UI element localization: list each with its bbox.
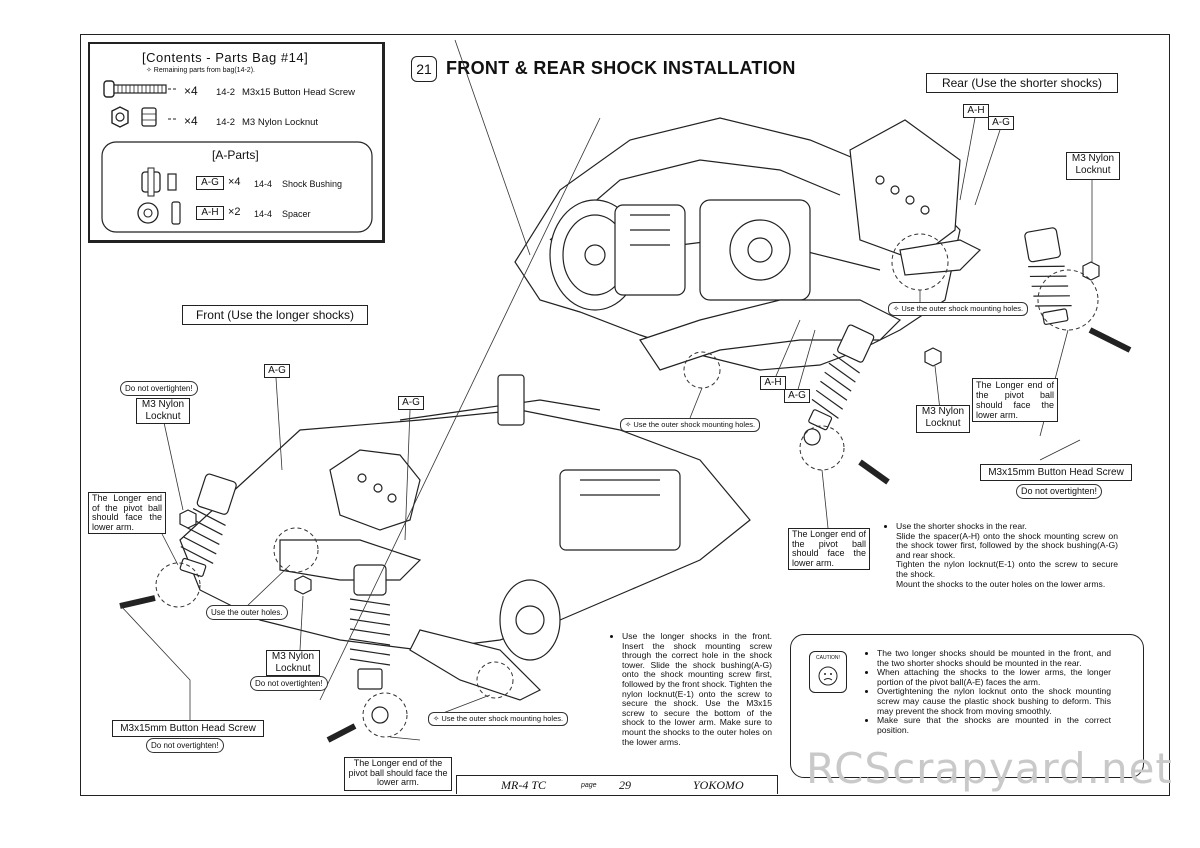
spacer-icon <box>137 201 181 225</box>
front-instructions: Use the longer shocks in the front. Inse… <box>612 631 772 747</box>
front-pivot-note-bottom-text: The Longer end of the pivot ball should … <box>348 758 448 787</box>
rear-header: Rear (Use the shorter shocks) <box>926 73 1118 93</box>
rear-nylon-locknut: M3 Nylon Locknut <box>1066 152 1120 180</box>
footer-page-label: page <box>581 782 597 789</box>
step-title: FRONT & REAR SHOCK INSTALLATION <box>446 58 796 78</box>
front-pivot-note-left: The Longer end of the pivot ball should … <box>88 492 166 534</box>
front-pivot-note-left-text: The Longer end of the pivot ball should … <box>92 493 162 532</box>
bushing-ref: 14-4 <box>254 179 273 189</box>
rear-do-not-overtighten: Do not overtighten! <box>1016 484 1103 499</box>
front-header-text: Front (Use the longer shocks) <box>195 308 355 322</box>
front-do-not-overtighten-1: Do not overtighten! <box>120 381 198 396</box>
locknut-ref: 14-2 <box>216 117 236 128</box>
screw-ref: 14-2 <box>216 87 236 98</box>
caution-item-2: When attaching the shocks to the lower a… <box>877 667 1111 687</box>
bushing-name: Shock Bushing <box>282 179 343 189</box>
caution-notes: The two longer shocks should be mounted … <box>867 648 1111 735</box>
caution-face-icon <box>818 666 838 686</box>
front-header: Front (Use the longer shocks) <box>182 305 368 325</box>
front-outer-holes: Use the outer holes. <box>206 605 288 620</box>
rear-code-ag-2: A-G <box>784 389 810 403</box>
caution-icon: CAUTION! <box>809 651 847 693</box>
code-ag: A-G <box>196 176 224 190</box>
front-outer-holes-note: ✧ Use the outer shock mounting holes. <box>428 712 569 726</box>
locknut-qty: ×4 <box>184 114 198 128</box>
rear-screw-label-text: M3x15mm Button Head Screw <box>988 467 1124 478</box>
screw-icon <box>103 80 167 98</box>
front-nylon-locknut-1: M3 Nylon Locknut <box>136 398 190 424</box>
rear-pivot-note-text: The Longer end of the pivot ball should … <box>976 380 1054 420</box>
footer-page: 29 <box>619 778 631 792</box>
contents-icons <box>101 80 373 233</box>
caution-item-1: The two longer shocks should be mounted … <box>877 648 1111 668</box>
front-do-not-overtighten-3: Do not overtighten! <box>146 738 224 753</box>
rear-outer-holes-note: ✧ Use the outer shock mounting holes. <box>888 302 1029 316</box>
front-screw-label: M3x15mm Button Head Screw <box>112 720 264 737</box>
rear-code-ag: A-G <box>988 116 1014 130</box>
front-screw-label-text: M3x15mm Button Head Screw <box>120 723 256 734</box>
contents-box: [Contents - Parts Bag #14] ✧ Remaining p… <box>88 42 385 243</box>
rear-header-text: Rear (Use the shorter shocks) <box>941 76 1103 90</box>
code-ah: A-H <box>196 206 224 220</box>
front-nylon-locknut-2: M3 Nylon Locknut <box>266 650 320 676</box>
rear-instructions: Use the shorter shocks in the rear. Slid… <box>886 521 1118 589</box>
front-code-ag-1: A-G <box>264 364 290 378</box>
step-number: 21 <box>416 61 432 77</box>
spacer-ref: 14-4 <box>254 209 273 219</box>
locknut-name: M3 Nylon Locknut <box>242 117 319 128</box>
caution-item-3: Overtightening the nylon locknut onto th… <box>877 687 1111 716</box>
aparts-title: [A-Parts] <box>212 148 259 162</box>
rear-code-ah-2: A-H <box>760 376 786 390</box>
spacer-name: Spacer <box>282 209 311 219</box>
front-nylon-locknut-1-text: M3 Nylon Locknut <box>141 399 185 422</box>
bushing-qty: ×4 <box>228 176 241 188</box>
watermark: RCScrapyard.net <box>806 744 1173 793</box>
rear-nylon-locknut-2-text: M3 Nylon Locknut <box>921 406 965 429</box>
contents-subtitle: ✧ Remaining parts from bag(14-2). <box>146 67 255 74</box>
rear-screw-label: M3x15mm Button Head Screw <box>980 464 1132 481</box>
rear-pivot-note-bottom-text: The Longer end of the pivot ball should … <box>792 529 866 568</box>
front-pivot-note-bottom: The Longer end of the pivot ball should … <box>344 757 452 791</box>
locknut-icon <box>111 106 157 128</box>
footer-bar: MR-4 TC page 29 YOKOMO <box>456 775 778 794</box>
contents-title: [Contents - Parts Bag #14] <box>142 50 309 65</box>
step-number-badge: 21 <box>411 56 437 82</box>
front-code-ag-2: A-G <box>398 396 424 410</box>
page-frame <box>80 34 1170 796</box>
caution-badge: CAUTION! <box>816 655 840 661</box>
spacer-qty: ×2 <box>228 206 241 218</box>
front-do-not-overtighten-2: Do not overtighten! <box>250 676 328 691</box>
caution-box: CAUTION! The two longer shocks should be… <box>790 634 1144 778</box>
rear-outer-holes-note-left: ✧ Use the outer shock mounting holes. <box>620 418 761 432</box>
rear-instruction-1: Use the shorter shocks in the rear. <box>896 521 1118 532</box>
screw-qty: ×4 <box>184 84 198 98</box>
front-instructions-text: Use the longer shocks in the front. Inse… <box>622 631 772 747</box>
footer-model: MR-4 TC <box>501 778 546 792</box>
front-nylon-locknut-2-text: M3 Nylon Locknut <box>271 651 315 674</box>
rear-code-ah: A-H <box>963 104 989 118</box>
rear-instruction-2: Slide the spacer(A-H) onto the shock mou… <box>896 530 1118 560</box>
screw-name: M3x15 Button Head Screw <box>242 87 356 98</box>
rear-pivot-note-bottom: The Longer end of the pivot ball should … <box>788 528 870 570</box>
rear-instruction-4: Mount the shocks to the outer holes on t… <box>896 578 1106 589</box>
rear-pivot-note: The Longer end of the pivot ball should … <box>972 378 1058 422</box>
rear-instruction-3: Tighten the nylon locknut(E-1) onto the … <box>896 559 1118 579</box>
bushing-icon <box>141 167 177 197</box>
footer-brand: YOKOMO <box>693 778 744 792</box>
caution-item-4: Make sure that the shocks are mounted in… <box>877 715 1111 735</box>
rear-nylon-locknut-2: M3 Nylon Locknut <box>916 405 970 433</box>
rear-nylon-locknut-text: M3 Nylon Locknut <box>1071 153 1115 176</box>
